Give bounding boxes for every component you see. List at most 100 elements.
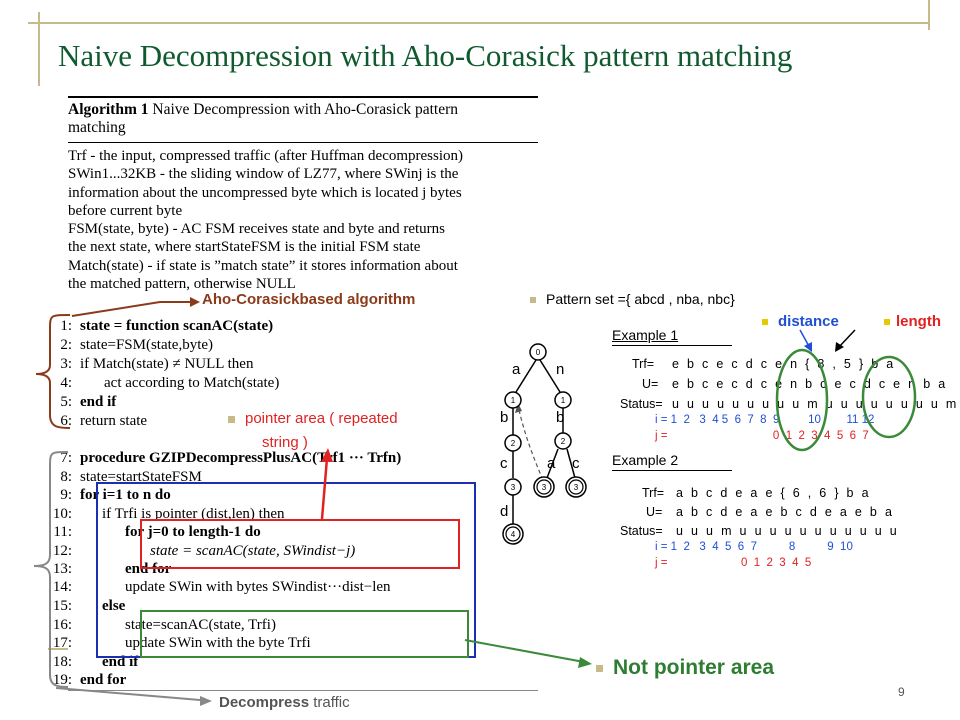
pointer-area-box — [140, 519, 460, 569]
not-pointer-area-box — [140, 610, 469, 658]
code-line-8: 8:state=startStateFSM — [60, 469, 202, 485]
example2-status-label: Status= — [620, 524, 663, 538]
distance-arrowhead — [804, 342, 812, 352]
trie-node-label: 3 — [574, 483, 579, 492]
example1-j-row: j = 0 1 2 3 4 5 6 7 — [655, 430, 869, 442]
algo-mid-rule — [68, 142, 538, 143]
not-pointer-label: Not pointer area — [596, 656, 774, 680]
pointer-area-bold: pointer area ( — [245, 410, 335, 427]
desc-line: Match(state) - if state is ”match state”… — [68, 257, 458, 274]
example2-u: a b c d e a e b c d e a e b a — [676, 505, 895, 519]
example2-trf: a b c d e a e { 6 , 6 } b a — [676, 486, 871, 500]
algorithm-label: Algorithm 1 — [68, 101, 149, 118]
frame-left-line — [38, 12, 40, 86]
trie-edge-label: d — [500, 503, 508, 520]
desc-line: SWin1...32KB - the sliding window of LZ7… — [68, 166, 459, 183]
algo-top-rule — [68, 96, 538, 98]
example2-j-row: j = 0 1 2 3 4 5 — [655, 557, 812, 569]
decompress-arrow — [55, 687, 201, 701]
trie-node-label: 0 — [536, 348, 541, 357]
example2-status: u u u m u u u u u u u u u u u — [676, 524, 900, 538]
code-line-9: 9:for i=1 to n do — [60, 487, 171, 503]
code-line-6: 6:return state — [60, 413, 148, 429]
frame-right-line — [928, 0, 930, 30]
ac-based-label: Aho-Corasickbased algorithm — [202, 291, 416, 308]
distance-label: distance — [762, 313, 839, 330]
bullet-icon — [530, 297, 536, 304]
desc-line: information about the uncompressed byte … — [68, 184, 462, 201]
example1-status-label: Status= — [620, 397, 663, 411]
example1-label: Example 1 — [612, 327, 679, 343]
trie-failure-arrowhead — [515, 403, 522, 413]
code-line-11: 11:for j=0 to length-1 do — [53, 524, 261, 540]
decompress-label: Decompress traffic — [219, 694, 350, 711]
bullet-icon — [762, 319, 768, 326]
algorithm-heading-text2: matching — [68, 119, 126, 136]
trie-edge-label: a — [547, 455, 556, 472]
ac-brace — [35, 314, 71, 429]
trie-node-4-inner — [505, 526, 521, 542]
trie-node-1a — [504, 391, 522, 409]
bullet-icon — [884, 319, 890, 326]
trie-node-label: 3 — [542, 483, 547, 492]
code-line-4: 4:act according to Match(state) — [60, 375, 280, 391]
example1-status: u u u u u u u u u m u u u u u u u u m — [672, 397, 959, 411]
bottom-rule — [68, 690, 538, 691]
code-line-17: 17:update SWin with the byte Trfi — [52, 635, 311, 651]
algorithm-heading: Algorithm 1 Naive Decompression with Aho… — [68, 101, 538, 137]
example1-i-row: i = 1 2 3 4 5 6 7 8 9 10 11 12 — [655, 414, 875, 426]
trie-edge-label: n — [556, 361, 564, 378]
length-label: length — [884, 313, 941, 330]
code-line-12: 12:state = scanAC(state, SWindist−j) — [52, 543, 356, 559]
example1-trf: e b c e c d c e n { 8 , 5 } b a — [672, 357, 896, 371]
trie-edge-label: c — [500, 455, 508, 472]
trie-node-2b — [554, 432, 572, 450]
pointer-area-rest: repeated — [334, 410, 398, 427]
trie-node-label: 2 — [511, 439, 516, 448]
example2-i-row: i = 1 2 3 4 5 6 7 8 9 10 — [655, 541, 853, 553]
code-line-3: 3:if Match(state) ≠ NULL then — [60, 356, 254, 372]
code-line-7: 7:procedure GZIPDecompressPlusAC(Trf1 ··… — [60, 450, 402, 466]
not-pointer-arrowhead — [578, 657, 592, 668]
trie-edge-label: a — [512, 361, 521, 378]
code-line-16: 16:state=scanAC(state, Trfi) — [52, 617, 276, 633]
trie-edge — [546, 448, 559, 479]
trie-node-3b-inner — [536, 479, 552, 495]
page-number: 9 — [898, 685, 905, 699]
pattern-set-label: Pattern set ={ abcd , nba, nbc} — [530, 291, 735, 307]
example2-u-label: U= — [646, 505, 663, 519]
trie-node-2a — [504, 434, 522, 452]
code-line-14: 14:update SWin with bytes SWindist···dis… — [52, 579, 391, 595]
code-line-13: 13:end for — [52, 561, 172, 577]
example2-underline — [612, 470, 732, 471]
trie-edge — [566, 448, 576, 479]
code-line-1: 1:state = function scanAC(state) — [60, 318, 274, 334]
trie-node-3a — [504, 478, 522, 496]
trie-node-label: 1 — [561, 396, 566, 405]
desc-line: before current byte — [68, 202, 183, 219]
trie-node-3c-inner — [568, 479, 584, 495]
trie-node-label: 4 — [511, 530, 516, 539]
code-line-2: 2:state=FSM(state,byte) — [60, 337, 214, 353]
trie-node-label: 2 — [561, 437, 566, 446]
trie-edge-label: b — [500, 409, 508, 426]
bullet-icon — [596, 664, 603, 672]
bottom-accent-line — [48, 648, 68, 650]
trie-node-label: 3 — [511, 483, 516, 492]
not-pointer-arrow — [464, 639, 585, 663]
pointer-arrowhead — [321, 448, 333, 462]
pointer-arrow — [320, 457, 329, 520]
trie-edge — [515, 359, 537, 393]
code-line-18: 18:end if — [52, 654, 139, 670]
trie-edge-label: c — [572, 455, 580, 472]
code-line-5: 5:end if — [60, 394, 117, 410]
trie-node-0 — [529, 343, 547, 361]
ac-trie: 0 1 1 2 2 3 3 3 4 a n b b c a c d — [500, 343, 587, 545]
code-line-10: 10:if Trfi is pointer (dist,len) then — [52, 506, 285, 522]
trie-node-label: 1 — [511, 396, 516, 405]
example1-trf-label: Trf= — [632, 357, 655, 371]
example1-u-label: U= — [642, 377, 659, 391]
ac-arrow — [71, 301, 198, 317]
algorithm-heading-text: Naive Decompression with Aho-Corasick pa… — [152, 101, 459, 118]
